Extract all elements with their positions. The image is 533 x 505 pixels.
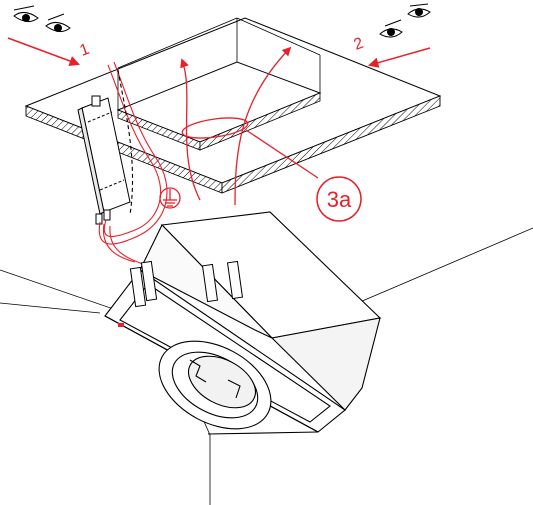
mounting-clips [129, 260, 244, 308]
airflow-arrows [180, 46, 319, 206]
callout-label: 3a [327, 187, 352, 212]
view-arrow-1 [7, 37, 80, 66]
reflector-ring [158, 340, 272, 430]
step-2-label: 2 [352, 35, 366, 54]
eye-icon [13, 3, 431, 38]
view-arrow-2 [367, 47, 431, 68]
callout-circle [316, 176, 362, 222]
step-1-label: 1 [78, 41, 92, 60]
ceiling-section-right [221, 95, 441, 194]
ground-symbol-icon [159, 187, 181, 209]
ceiling-cutout [24, 17, 442, 194]
power-cables [98, 61, 168, 266]
driver-box [77, 95, 131, 225]
view-arrows [7, 37, 431, 68]
indicator-mark [118, 323, 124, 327]
